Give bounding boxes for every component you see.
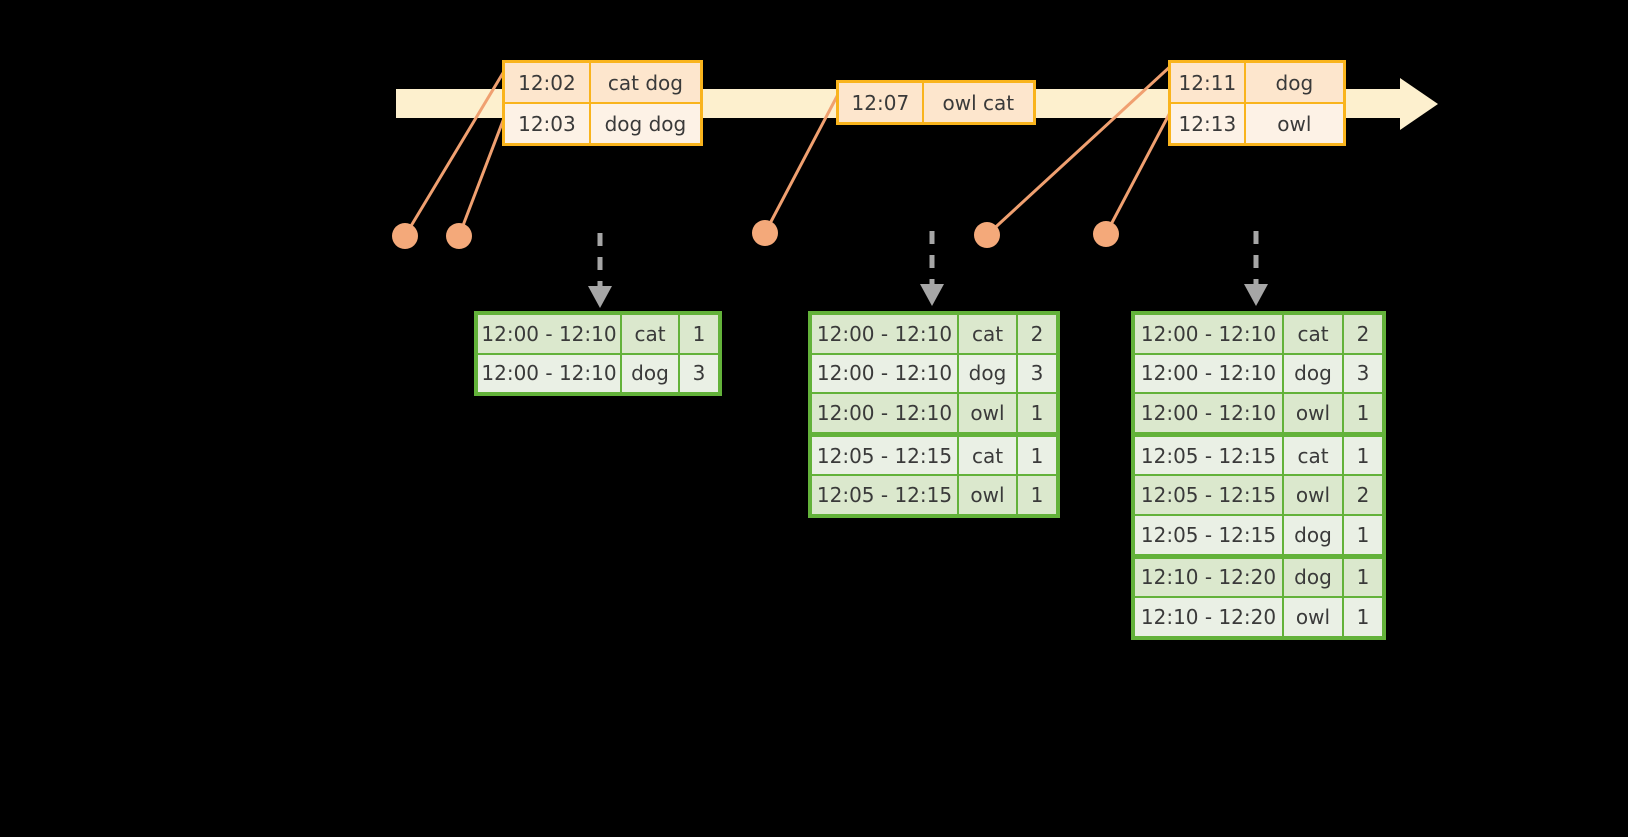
- cell-window: 12:00 - 12:10: [478, 354, 620, 393]
- event-box-1: 12:02 cat dog 12:03 dog dog: [502, 60, 703, 146]
- cell-count: 1: [680, 315, 718, 353]
- event-row: 12:02 cat dog: [505, 63, 700, 102]
- event-box-3: 12:11 dog 12:13 owl: [1168, 60, 1346, 146]
- event-row: 12:11 dog: [1171, 63, 1343, 102]
- timeline-arrow-head: [1400, 78, 1438, 130]
- cell-count: 1: [1344, 598, 1382, 636]
- connector-5: [1104, 104, 1176, 235]
- cell-window: 12:00 - 12:10: [1135, 354, 1282, 393]
- cell-window: 12:00 - 12:10: [812, 315, 957, 353]
- cell-count: 2: [1344, 476, 1382, 514]
- cell-key: cat: [959, 315, 1016, 353]
- cell-key: cat: [1284, 436, 1342, 475]
- cell-key: owl: [959, 476, 1016, 514]
- cell-count: 1: [1344, 436, 1382, 475]
- event-row: 12:13 owl: [1171, 102, 1343, 143]
- cell-count: 1: [1344, 394, 1382, 432]
- event-value: dog dog: [590, 104, 700, 143]
- cell-count: 3: [680, 354, 718, 393]
- event-value: cat dog: [590, 63, 700, 102]
- down-arrow-2-head: [920, 284, 944, 306]
- cell-key: dog: [1284, 354, 1342, 393]
- cell-key: dog: [1284, 515, 1342, 554]
- event-row: 12:03 dog dog: [505, 102, 700, 143]
- cell-count: 3: [1344, 354, 1382, 393]
- emit-arrows: [597, 231, 1259, 288]
- cell-window: 12:10 - 12:20: [1135, 598, 1282, 636]
- cell-window: 12:05 - 12:15: [812, 436, 957, 475]
- cell-key: dog: [959, 354, 1016, 393]
- cell-window: 12:05 - 12:15: [1135, 476, 1282, 514]
- cell-count: 2: [1018, 315, 1056, 353]
- cell-key: cat: [959, 436, 1016, 475]
- event-dot-4: [974, 222, 1000, 248]
- cell-window: 12:00 - 12:10: [1135, 315, 1282, 353]
- cell-window: 12:00 - 12:10: [1135, 394, 1282, 432]
- cell-key: owl: [1284, 394, 1342, 432]
- cell-count: 1: [1344, 515, 1382, 554]
- cell-window: 12:00 - 12:10: [812, 394, 957, 432]
- cell-key: cat: [1284, 315, 1342, 353]
- cell-count: 1: [1018, 436, 1056, 475]
- cell-key: owl: [959, 394, 1016, 432]
- down-arrow-1-head: [588, 286, 612, 308]
- event-time: 12:13: [1171, 104, 1246, 143]
- cell-window: 12:05 - 12:15: [1135, 515, 1282, 554]
- cell-count: 1: [1344, 558, 1382, 597]
- cell-count: 1: [1018, 394, 1056, 432]
- event-box-2: 12:07 owl cat: [836, 80, 1036, 125]
- event-dot-2: [446, 223, 472, 249]
- cell-key: dog: [622, 354, 678, 393]
- cell-window: 12:05 - 12:15: [1135, 436, 1282, 475]
- event-value: owl cat: [923, 83, 1033, 122]
- event-time: 12:07: [839, 83, 924, 122]
- cell-key: owl: [1284, 598, 1342, 636]
- event-dot-3: [752, 220, 778, 246]
- cell-window: 12:05 - 12:15: [812, 476, 957, 514]
- cell-window: 12:00 - 12:10: [812, 354, 957, 393]
- event-row: 12:07 owl cat: [839, 83, 1033, 122]
- cell-window: 12:10 - 12:20: [1135, 558, 1282, 597]
- event-dot-1: [392, 223, 418, 249]
- down-arrow-3-head: [1244, 284, 1268, 306]
- cell-count: 2: [1344, 315, 1382, 353]
- cell-count: 3: [1018, 354, 1056, 393]
- event-value: owl: [1245, 104, 1343, 143]
- cell-key: cat: [622, 315, 678, 353]
- cell-key: dog: [1284, 558, 1342, 597]
- emit-arrow-heads: [588, 284, 1268, 308]
- event-time: 12:02: [505, 63, 591, 102]
- cell-count: 1: [1018, 476, 1056, 514]
- event-time: 12:03: [505, 104, 591, 143]
- event-dot-5: [1093, 221, 1119, 247]
- cell-window: 12:00 - 12:10: [478, 315, 620, 353]
- cell-key: owl: [1284, 476, 1342, 514]
- event-time: 12:11: [1171, 63, 1246, 102]
- event-value: dog: [1245, 63, 1343, 102]
